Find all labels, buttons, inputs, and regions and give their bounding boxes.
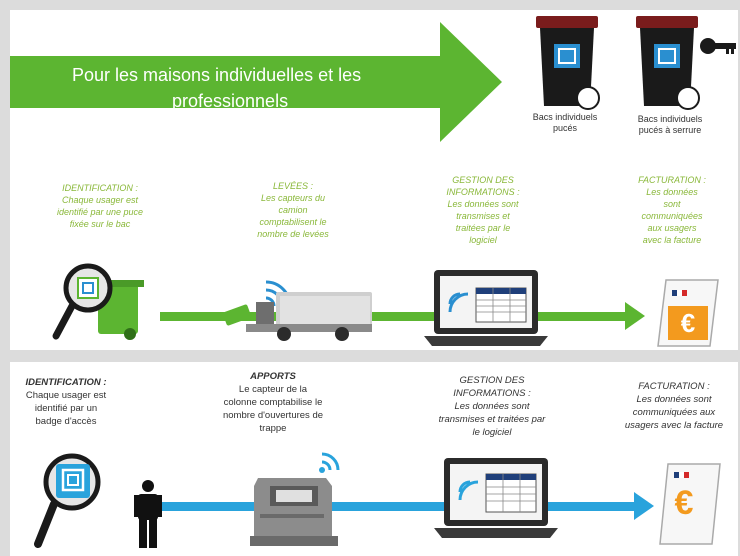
step-title: LEVÉES : bbox=[272, 181, 314, 191]
step-line: transmises et bbox=[456, 211, 510, 221]
truck-icon bbox=[222, 280, 372, 341]
process-line-bottom bbox=[150, 502, 636, 511]
top-step-identification: IDENTIFICATION : Chaque usager est ident… bbox=[40, 182, 160, 230]
step-line: Le capteur de la bbox=[238, 384, 308, 395]
key-icon bbox=[700, 38, 736, 54]
top-panel: Pour les maisons individuelles et les pr… bbox=[10, 10, 738, 350]
process-line-bottom-svg bbox=[150, 492, 654, 520]
step-line: trappe bbox=[259, 423, 287, 434]
step-line: traitées par le bbox=[455, 223, 511, 233]
process-line-top bbox=[160, 312, 630, 321]
step-title: GESTION DES bbox=[452, 175, 514, 185]
bin1-label-line1: Bacs individuels bbox=[532, 112, 598, 122]
top-step-facturation: FACTURATION : Les données sont communiqu… bbox=[622, 174, 722, 246]
step-line: nombre de levées bbox=[257, 229, 329, 239]
laptop-icon bbox=[434, 458, 558, 538]
laptop-icon bbox=[424, 270, 548, 346]
person-icon bbox=[134, 480, 162, 548]
step-line: usagers avec la facture bbox=[624, 420, 724, 431]
step-line: sont bbox=[663, 199, 681, 209]
step-line: camion bbox=[278, 205, 308, 215]
step-title: FACTURATION : bbox=[638, 175, 706, 185]
top-step-levees: LEVÉES : Les capteurs du camion comptabi… bbox=[238, 180, 348, 240]
bottom-step-apports: APPORTS Le capteur de la colonne comptab… bbox=[208, 370, 338, 435]
step-line: Chaque usager est bbox=[25, 390, 107, 401]
bin2-label-line1: Bacs individuels bbox=[637, 114, 703, 124]
euro-symbol-top: € bbox=[680, 308, 696, 338]
step-line: Les capteurs du bbox=[260, 193, 326, 203]
step-line: identifié par une puce bbox=[56, 207, 144, 217]
step-title: APPORTS bbox=[250, 371, 296, 382]
step-line: logiciel bbox=[469, 235, 497, 245]
bottom-panel: IDENTIFICATION : Chaque usager est ident… bbox=[10, 362, 738, 556]
euro-symbol-bottom: € bbox=[674, 484, 694, 522]
process-arrowhead-bottom bbox=[634, 492, 654, 520]
step-line: identifié par un bbox=[34, 403, 98, 414]
arrow-banner bbox=[10, 22, 645, 330]
step-line: Les données sont bbox=[447, 199, 519, 209]
step-line: fixée sur le bac bbox=[69, 219, 131, 229]
step-line: communiquées aux bbox=[632, 407, 716, 418]
step-line: aux usagers bbox=[647, 223, 697, 233]
green-arrow-shape bbox=[10, 22, 502, 142]
bottom-step-facturation: FACTURATION : Les données sont communiqu… bbox=[610, 380, 738, 432]
top-step-gestion: GESTION DES INFORMATIONS : Les données s… bbox=[428, 174, 538, 246]
step-line: communiquées bbox=[641, 211, 703, 221]
magnifier-badge-icon bbox=[34, 453, 101, 548]
step-line: nombre d'ouvertures de bbox=[222, 410, 324, 421]
step-line: le logiciel bbox=[472, 427, 512, 438]
wifi-icon bbox=[319, 452, 340, 473]
step-line: badge d'accès bbox=[35, 416, 97, 427]
process-arrowhead-top bbox=[625, 302, 645, 330]
invoice-icon bbox=[659, 463, 721, 545]
bin1-label: Bacs individuels pucés bbox=[515, 112, 615, 134]
bin2-label: Bacs individuels pucés à serrure bbox=[620, 114, 720, 136]
arrow-title-line1: Pour les maisons individuelles et les bbox=[72, 65, 362, 85]
bin-icon bbox=[536, 16, 600, 110]
magnifier-icon bbox=[52, 263, 144, 340]
bin1-label-line2: pucés bbox=[552, 123, 578, 133]
bin2-label-line2: pucés à serrure bbox=[638, 125, 702, 135]
step-title: IDENTIFICATION : bbox=[62, 183, 138, 193]
step-line: avec la facture bbox=[642, 235, 702, 245]
invoice-icon bbox=[657, 279, 719, 347]
bottom-step-gestion: GESTION DES INFORMATIONS : Les données s… bbox=[422, 374, 562, 439]
column-icon bbox=[250, 452, 340, 546]
step-title: INFORMATIONS : bbox=[446, 187, 520, 197]
step-title: GESTION DES bbox=[459, 375, 525, 386]
step-line: comptabilisent le bbox=[259, 217, 327, 227]
step-line: transmises et traitées par bbox=[438, 414, 546, 425]
step-line: Les données bbox=[646, 187, 698, 197]
step-line: Les données sont bbox=[636, 394, 712, 405]
step-title: IDENTIFICATION : bbox=[25, 377, 107, 388]
bottom-step-identification: IDENTIFICATION : Chaque usager est ident… bbox=[10, 376, 122, 428]
arrow-title-line2: professionnels bbox=[172, 91, 289, 111]
step-line: Chaque usager est bbox=[61, 195, 139, 205]
step-line: Les données sont bbox=[454, 401, 530, 412]
step-line: colonne comptabilise le bbox=[223, 397, 323, 408]
step-title: FACTURATION : bbox=[638, 381, 710, 392]
locked-bin-icon bbox=[636, 16, 736, 110]
arrow-title: Pour les maisons individuelles et les pr… bbox=[72, 62, 432, 114]
step-title: INFORMATIONS : bbox=[453, 388, 531, 399]
